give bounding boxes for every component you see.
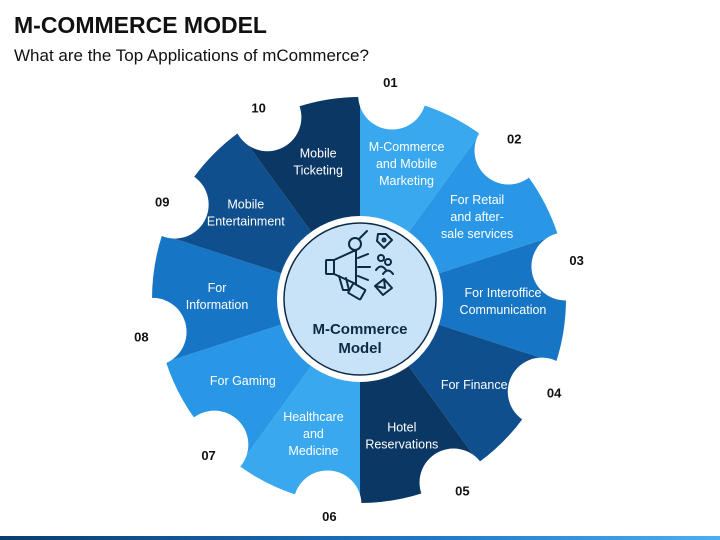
segment-notch-05 (419, 448, 488, 517)
segment-label-01-line-3: Marketing (379, 174, 434, 188)
megaphone-marketing-icon (325, 230, 394, 301)
page-subtitle: What are the Top Applications of mCommer… (14, 46, 369, 65)
segment-label-05-line-2: Reservations (365, 437, 438, 451)
segment-number-05: 05 (455, 483, 469, 498)
bottom-accent-bar (0, 536, 720, 540)
segment-notch-04 (507, 357, 576, 426)
segment-09 (164, 132, 316, 276)
segment-label-04-line-1: For Finance (441, 378, 508, 392)
segment-notch-03 (531, 232, 600, 301)
segment-label-01-line-1: M-Commerce (369, 140, 445, 154)
segment-label-03-line-1: For Interoffice (465, 286, 542, 300)
segment-notch-10 (233, 83, 302, 152)
center-hub: M-Commerce Model (277, 216, 443, 382)
segment-notch-09 (140, 170, 209, 239)
segment-06 (238, 360, 360, 505)
segment-label-07-line-1: For Gaming (210, 374, 276, 388)
segment-label-06-line-1: Healthcare (283, 410, 343, 424)
segment-label-10-line-1: Mobile (300, 147, 337, 161)
segment-number-03: 03 (569, 253, 583, 268)
page-title: M-COMMERCE MODEL (14, 12, 267, 38)
segment-notch-06 (293, 470, 362, 539)
segment-number-09: 09 (155, 195, 169, 210)
segment-number-08: 08 (134, 330, 148, 345)
segment-notch-01 (358, 61, 427, 130)
segment-label-09-line-1: Mobile (227, 197, 264, 211)
segment-label-02-line-1: For Retail (450, 193, 504, 207)
segment-notch-02 (474, 116, 543, 185)
center-title-line-1: M-Commerce (312, 321, 407, 338)
numbers-layer: 01 02 03 04 05 06 07 08 09 10 (118, 61, 600, 539)
segment-label-01-line-2: and Mobile (376, 157, 437, 171)
segment-label-02-line-3: sale services (441, 227, 513, 241)
segment-label-02-line-2: and after- (450, 210, 504, 224)
segment-number-01: 01 (383, 75, 397, 90)
segment-label-06-line-2: and (303, 427, 324, 441)
segment-label-08-line-1: For (208, 281, 227, 295)
segment-label-03-line-2: Communication (460, 303, 547, 317)
segment-04 (404, 322, 553, 463)
segment-number-02: 02 (507, 131, 521, 146)
segment-notch-07 (180, 410, 249, 479)
segment-number-04: 04 (547, 386, 562, 401)
segment-number-10: 10 (251, 100, 265, 115)
segment-label-10-line-2: Ticketing (293, 164, 343, 178)
segment-label-08-line-2: Information (186, 298, 249, 312)
segment-label-06-line-3: Medicine (288, 444, 338, 458)
segment-number-06: 06 (322, 509, 336, 524)
segment-number-07: 07 (201, 448, 215, 463)
segment-notch-08 (118, 297, 187, 366)
segment-label-09-line-2: Entertainment (207, 214, 285, 228)
center-title-line-2: Model (338, 340, 381, 357)
segment-01 (360, 95, 480, 238)
segment-label-05-line-1: Hotel (387, 420, 416, 434)
